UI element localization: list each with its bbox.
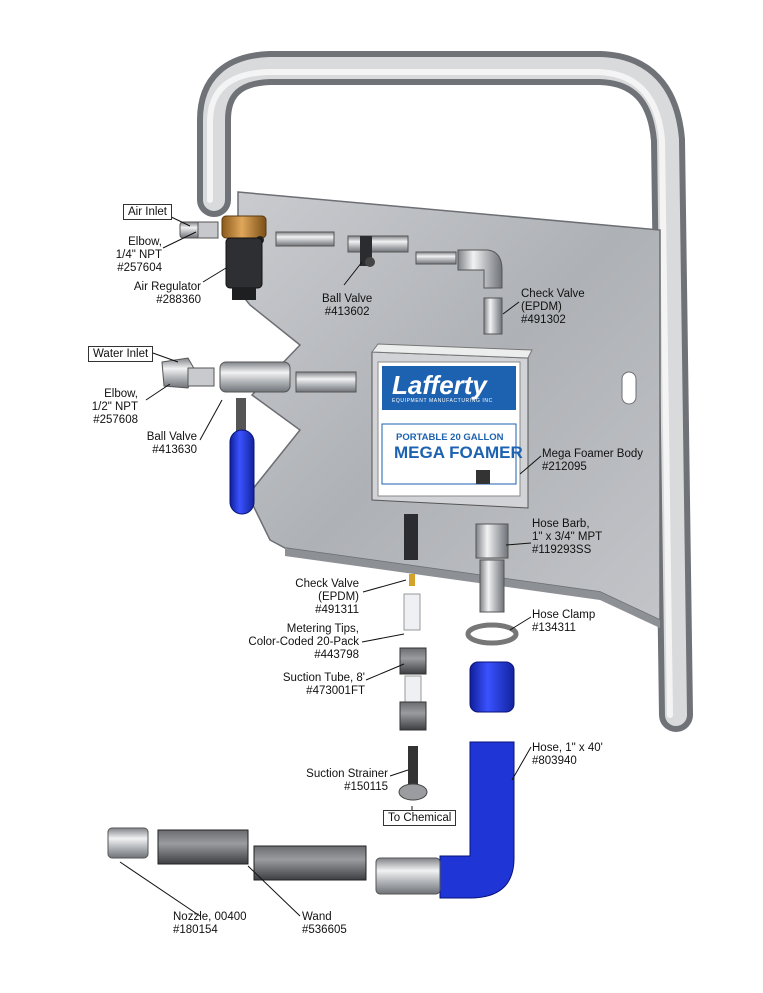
hose-line1: Hose, 1" x 40' bbox=[532, 742, 603, 754]
air-inlet-label: Air Inlet bbox=[123, 204, 172, 220]
elbow-half-line1: Elbow, bbox=[104, 388, 138, 400]
air-regulator-line1: Air Regulator bbox=[133, 281, 201, 293]
mega-foamer-body-line2: #212095 bbox=[542, 461, 587, 473]
brand-subtitle: EQUIPMENT MANUFACTURING INC bbox=[392, 398, 493, 404]
metering-tips-line2: Color-Coded 20-Pack bbox=[248, 636, 359, 648]
nozzle-line2: #180154 bbox=[173, 924, 218, 936]
metering-tips-line1: Metering Tips, bbox=[286, 623, 359, 635]
elbow-quarter-line3: #257604 bbox=[117, 262, 162, 274]
check-valve-top-line1: Check Valve bbox=[521, 288, 585, 300]
check-valve-bottom-label: Check Valve (EPDM) #491311 bbox=[295, 578, 359, 617]
metering-tips-line3: #443798 bbox=[314, 649, 359, 661]
elbow-quarter-label: Elbow, 1/4" NPT #257604 bbox=[116, 236, 162, 275]
suction-tube-line1: Suction Tube, 8' bbox=[282, 672, 365, 684]
plate-title-line2: MEGA FOAMER bbox=[394, 443, 523, 462]
to-chemical-label: To Chemical bbox=[383, 810, 457, 826]
hose-barb-line1: Hose Barb, bbox=[532, 518, 590, 530]
check-valve-top-line2: (EPDM) bbox=[521, 301, 562, 313]
water-inlet-label: Water Inlet bbox=[88, 346, 154, 362]
check-valve-bottom-line1: Check Valve bbox=[295, 578, 359, 590]
elbow-quarter-line2: 1/4" NPT bbox=[115, 249, 162, 261]
ball-valve-left-line2: #413630 bbox=[152, 444, 197, 456]
air-regulator-label: Air Regulator #288360 bbox=[134, 281, 201, 307]
check-valve-top-part bbox=[483, 297, 503, 335]
hose-clamp-line1: Hose Clamp bbox=[532, 609, 596, 621]
cart-frame bbox=[197, 51, 693, 732]
brand-logo: Lafferty bbox=[392, 370, 487, 400]
metering-tips-label: Metering Tips, Color-Coded 20-Pack #4437… bbox=[248, 623, 359, 662]
suction-tube-label: Suction Tube, 8' #473001FT bbox=[283, 672, 365, 698]
elbow-half-label: Elbow, 1/2" NPT #257608 bbox=[92, 388, 138, 427]
mega-foamer-body bbox=[371, 343, 533, 509]
ball-valve-top-line1: Ball Valve bbox=[322, 293, 373, 305]
hose-barb-line3: #119293SS bbox=[532, 544, 592, 556]
hose-line2: #803940 bbox=[532, 755, 577, 767]
mega-foamer-body-label: Mega Foamer Body #212095 bbox=[542, 448, 643, 474]
suction-tube-line2: #473001FT bbox=[306, 685, 365, 697]
suction-strainer-label: Suction Strainer #150115 bbox=[306, 768, 388, 794]
water-line-assembly bbox=[161, 357, 357, 515]
wand-label: Wand #536605 bbox=[302, 911, 347, 937]
hose-barb-line2: 1" x 3/4" MPT bbox=[532, 531, 603, 543]
wand-assembly bbox=[107, 827, 367, 881]
check-valve-bottom-line3: #491311 bbox=[315, 604, 359, 616]
elbow-quarter-line1: Elbow, bbox=[128, 236, 162, 248]
ball-valve-top-label: Ball Valve #413602 bbox=[322, 293, 372, 319]
wand-line2: #536605 bbox=[302, 924, 347, 936]
hose-clamp-label: Hose Clamp #134311 bbox=[532, 609, 595, 635]
elbow-half-line3: #257608 bbox=[93, 414, 138, 426]
check-valve-bottom-line2: (EPDM) bbox=[318, 591, 359, 603]
wand-line1: Wand bbox=[302, 911, 332, 923]
chemical-line-assembly bbox=[398, 514, 428, 801]
hose-label: Hose, 1" x 40' #803940 bbox=[532, 742, 603, 768]
hose-assembly bbox=[375, 523, 519, 899]
nozzle-label: Nozzle, 00400 #180154 bbox=[173, 911, 247, 937]
check-valve-top-line3: #491302 bbox=[521, 314, 566, 326]
air-line-assembly bbox=[179, 215, 503, 300]
check-valve-top-label: Check Valve (EPDM) #491302 bbox=[521, 288, 585, 327]
plate-title-line1: PORTABLE 20 GALLON bbox=[396, 432, 504, 443]
air-regulator-line2: #288360 bbox=[156, 294, 201, 306]
suction-strainer-line2: #150115 bbox=[344, 781, 388, 793]
leader-lines bbox=[119, 213, 542, 917]
suction-strainer-line1: Suction Strainer bbox=[306, 768, 388, 780]
ball-valve-left-label: Ball Valve #413630 bbox=[147, 431, 197, 457]
hose-clamp-line2: #134311 bbox=[532, 622, 576, 634]
hose-barb-label: Hose Barb, 1" x 3/4" MPT #119293SS bbox=[532, 518, 602, 557]
ball-valve-left-line1: Ball Valve bbox=[146, 431, 197, 443]
nozzle-line1: Nozzle, 00400 bbox=[173, 911, 247, 923]
elbow-half-line2: 1/2" NPT bbox=[91, 401, 138, 413]
mega-foamer-body-line1: Mega Foamer Body bbox=[542, 448, 643, 460]
ball-valve-top-line2: #413602 bbox=[324, 306, 370, 318]
